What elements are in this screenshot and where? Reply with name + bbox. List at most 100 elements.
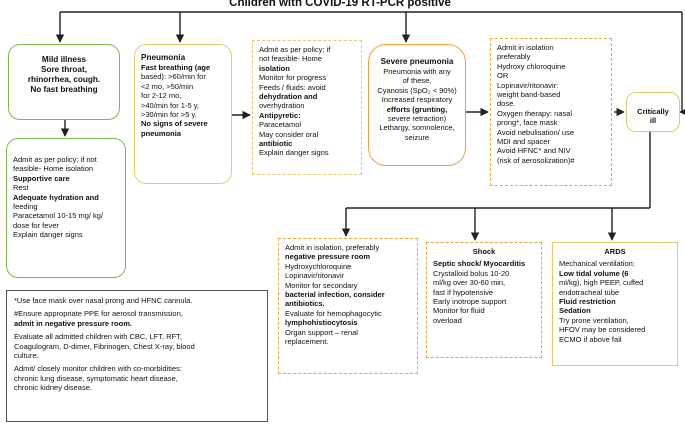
pneumonia-line: based): >60/min for	[141, 72, 206, 82]
ards-line: ml/kg), high PEEP, cuffed	[559, 278, 644, 288]
pneumonia-mgmt-line: not feasible- Home	[259, 54, 322, 64]
pneumonia-line: Fast breathing (age	[141, 63, 211, 72]
pneumonia-mgmt-line: Explain danger signs	[259, 148, 329, 158]
severe-line: seizure	[404, 132, 430, 142]
shock-box: Shock Septic shock/ Myocarditis Crystall…	[426, 242, 542, 358]
shock-line: Early inotrope support	[433, 297, 507, 307]
pneumonia-line: No signs of severe	[141, 119, 208, 129]
severe-mgmt-line: Admit in isolation	[497, 43, 554, 52]
severe-mgmt-line: weight band-based	[497, 90, 561, 100]
mild-detail-line: feeding	[13, 202, 38, 212]
severe-pneumonia-box: Severe pneumonia Pneumonia with any of t…	[368, 44, 466, 166]
critical-mgmt-line: Organ support – renal	[285, 327, 358, 337]
ards-line: ARDS	[604, 247, 626, 256]
note-line: admit in negative pressure room.	[14, 318, 132, 328]
pneumonia-line: >40/min for 1-5 y,	[141, 100, 200, 110]
severe-mgmt-line: (risk of aerosolization)#	[497, 155, 575, 165]
severe-line: efforts (grunting,	[386, 104, 448, 114]
note-line: chronic lung disease, symptomatic heart …	[14, 373, 178, 383]
ards-line: Sedation	[559, 306, 591, 316]
note-line: chronic kidney disease.	[14, 383, 92, 393]
note-line: *Use face mask over nasal prong and HFNC…	[14, 296, 193, 305]
shock-line: Shock	[472, 247, 496, 256]
ards-line: HFOV may be considered	[559, 325, 646, 335]
severe-mgmt-line: Hydroxy chloroquine	[497, 61, 566, 71]
severe-line: Increased respiratory	[381, 95, 453, 105]
critical-mgmt-line: bacterial infection, consider	[285, 290, 385, 300]
severe-mgmt-line: MDI and spacer	[497, 137, 550, 147]
severe-mgmt-line: Avoid nebulisation/ use	[497, 127, 574, 137]
pneumonia-mgmt-line: May consider oral	[259, 129, 319, 139]
critical-mgmt-line: negative pressure room	[285, 252, 371, 262]
pneumonia-line: Pneumonia	[141, 53, 186, 62]
mild-detail-line: Adequate hydration and	[13, 192, 99, 202]
critical-management-box: Admit in isolation, preferably negative …	[278, 238, 418, 374]
ards-line: Low tidal volume (6	[559, 268, 629, 278]
mild-sub-2: rhinorrhea, cough.	[27, 75, 101, 84]
note-line: Evaluate all admitted children with CBC,…	[14, 332, 182, 342]
shock-line: Monitor for fluid	[433, 306, 485, 316]
pneumonia-mgmt-line: Antipyretic:	[259, 110, 301, 120]
severe-mgmt-line: dose.	[497, 99, 516, 109]
pneumonia-mgmt-line: overhydration	[259, 101, 305, 111]
mild-detail-line: feasible- Home isolation	[13, 164, 94, 174]
pneumonia-mgmt-line: antibiotic	[259, 139, 293, 149]
mild-sub-3: No fast breathing	[30, 85, 98, 94]
critical-mgmt-line: Hydroxychloroquine	[285, 261, 352, 271]
ards-line: Fluid restriction	[559, 297, 616, 307]
critical-mgmt-line: Admit in isolation, preferably	[285, 243, 380, 252]
mild-heading: Mild illness	[41, 55, 87, 64]
severe-mgmt-line: preferably	[497, 52, 531, 62]
shock-line: fast if hypotensive	[433, 287, 494, 297]
pneumonia-management-box: Admit as per policy; if not feasible- Ho…	[252, 40, 362, 175]
shock-line: Crystalloid bolus 10-20	[433, 268, 510, 278]
chart-title: Children with COVID-19 RT-PCR positive	[190, 0, 490, 9]
mild-sub-1: Sore throat,	[41, 65, 87, 74]
severe-mgmt-line: Avoid HFNC* and NIV	[497, 146, 571, 156]
mild-detail-line: Paracetamol 10-15 mg/ kg/	[13, 211, 104, 221]
critical-label: Critically ill	[637, 107, 669, 126]
mild-detail-line: Supportive care	[13, 173, 70, 183]
note-line: culture.	[14, 351, 39, 361]
shock-line: Septic shock/ Myocarditis	[433, 259, 526, 269]
critical-mgmt-line: lymphohistiocytosis	[285, 318, 358, 328]
critical-mgmt-line: Evaluate for hemophagocytic	[285, 308, 382, 318]
mild-detail-line: Explain danger signs	[13, 230, 83, 240]
severe-mgmt-line: OR	[497, 71, 509, 81]
pneumonia-mgmt-line: Feeds / fluids: avoid	[259, 82, 326, 92]
notes-box: *Use face mask over nasal prong and HFNC…	[6, 290, 268, 422]
pneumonia-line: <2 mo, >50/min	[141, 81, 194, 91]
shock-line: overload	[433, 315, 462, 325]
mild-detail-line: Admit as per policy; if not	[13, 155, 97, 164]
note-line: #Ensure appropriate PPE for aerosol tran…	[14, 309, 183, 319]
severe-line: of these,	[402, 76, 432, 86]
ards-line: ECMO if above fail	[559, 334, 622, 344]
pneumonia-mgmt-line: Monitor for progress	[259, 73, 327, 83]
mild-detail-line: Rest	[13, 183, 29, 193]
shock-line: ml/kg over 30-60 min,	[433, 278, 506, 288]
severe-line: severe retraction)	[387, 114, 447, 124]
severe-management-box: Admit in isolation preferably Hydroxy ch…	[490, 38, 612, 186]
critical-mgmt-line: replacement.	[285, 337, 329, 347]
ards-box: ARDS Mechanical ventilation: Low tidal v…	[552, 242, 678, 366]
severe-mgmt-line: Lopinavir/ritonavir:	[497, 80, 559, 90]
ards-line: Try prone ventilation,	[559, 315, 629, 325]
ards-line: endotracheal tube	[559, 287, 620, 297]
pneumonia-line: >30/min for >5 y.	[141, 110, 197, 120]
pneumonia-line: for 2-12 mo,	[141, 91, 182, 101]
critically-ill-box: Critically ill	[626, 92, 680, 132]
pneumonia-mgmt-line: isolation	[259, 63, 290, 73]
pneumonia-mgmt-line: Admit as per policy; if	[259, 45, 331, 54]
pneumonia-box: Pneumonia Fast breathing (age based): >6…	[134, 44, 232, 184]
critical-mgmt-line: antibiotics.	[285, 299, 325, 309]
critical-mgmt-line: Lopinavir/ritonavir	[285, 271, 345, 281]
severe-line: Pneumonia with any	[383, 67, 451, 76]
mild-detail-line: dose for fever	[13, 220, 59, 230]
critical-mgmt-line: Monitor for secondary	[285, 280, 358, 290]
pneumonia-mgmt-line: dehydration and	[259, 92, 318, 102]
pneumonia-line: pneumonia	[141, 128, 182, 138]
note-line: Coagulogram, D-dimer, Fibrinogen, Chest …	[14, 341, 195, 351]
severe-line: Cyanosis (SpO₂ < 90%)	[377, 85, 457, 95]
ards-line: Mechanical ventilation:	[559, 259, 635, 269]
